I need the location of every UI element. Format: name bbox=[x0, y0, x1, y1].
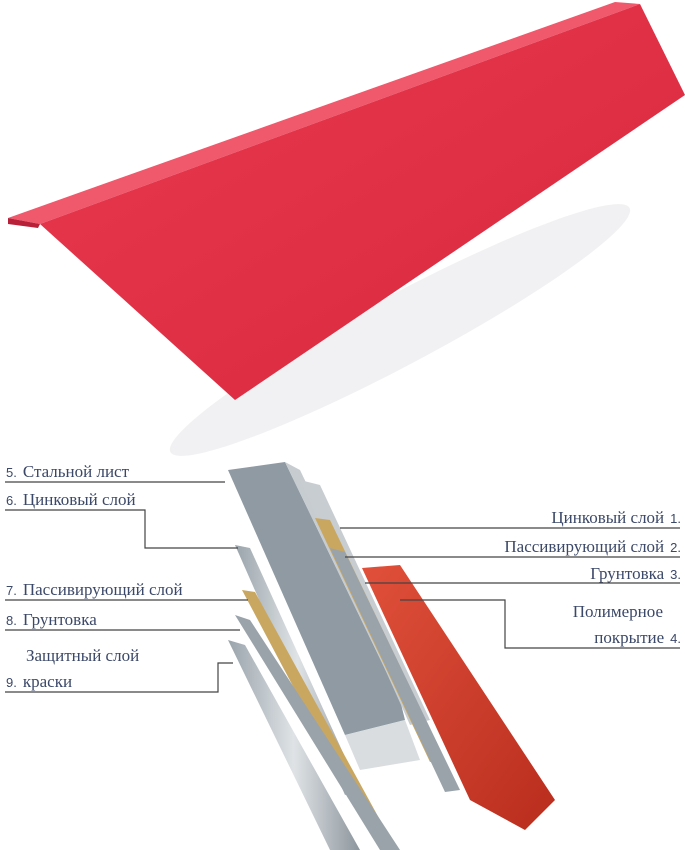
label-layer-9: 9.краски bbox=[6, 672, 73, 691]
leader-lines bbox=[5, 481, 680, 693]
ridge-angle-product bbox=[8, 2, 685, 456]
label-layer-4-line1: Полимерное bbox=[572, 602, 663, 621]
label-layer-9-line1: Защитный слой bbox=[26, 646, 140, 665]
label-layer-5: 5.Стальной лист bbox=[6, 462, 130, 481]
label-layer-7: 7.Пассивирующий слой bbox=[6, 580, 183, 599]
layer-cross-section bbox=[228, 462, 555, 850]
label-layer-6: 6.Цинковый слой bbox=[6, 490, 136, 509]
label-layer-8: 8.Грунтовка bbox=[6, 610, 97, 629]
